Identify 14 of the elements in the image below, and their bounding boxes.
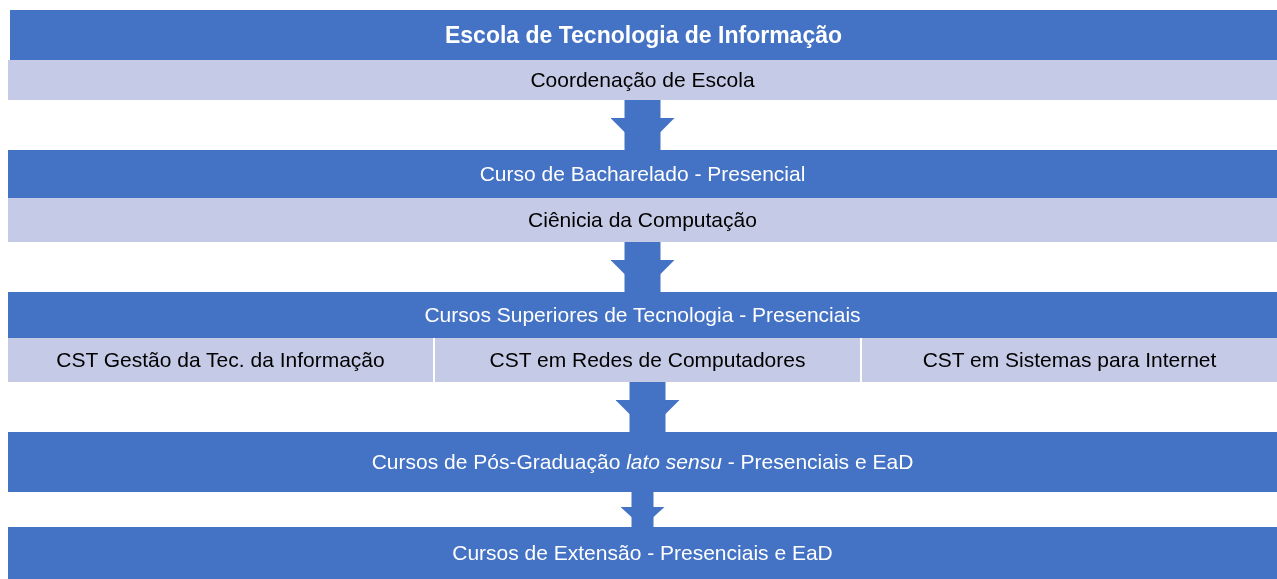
course-cell: CST Gestão da Tec. da Informação xyxy=(8,338,433,382)
block-arrow xyxy=(610,100,675,150)
level-band: Cursos Superiores de Tecnologia - Presenciais xyxy=(8,292,1277,338)
block-arrow xyxy=(615,382,680,432)
sub-band: Ciênicia da Computação xyxy=(8,198,1277,242)
title-band: Escola de Tecnologia de Informação xyxy=(10,10,1277,60)
level-band: Curso de Bacharelado - Presencial xyxy=(8,150,1277,198)
block-arrow xyxy=(620,492,665,527)
level-band: Cursos de Extensão - Presenciais e EaD xyxy=(8,527,1277,579)
course-cell: CST em Redes de Computadores xyxy=(435,338,860,382)
sub-band: Coordenação de Escola xyxy=(8,60,1277,100)
level-band: Cursos de Pós-Graduação lato sensu - Presenciais e EaD xyxy=(8,432,1277,492)
block-arrow xyxy=(610,242,675,292)
course-cell: CST em Sistemas para Internet xyxy=(862,338,1277,382)
